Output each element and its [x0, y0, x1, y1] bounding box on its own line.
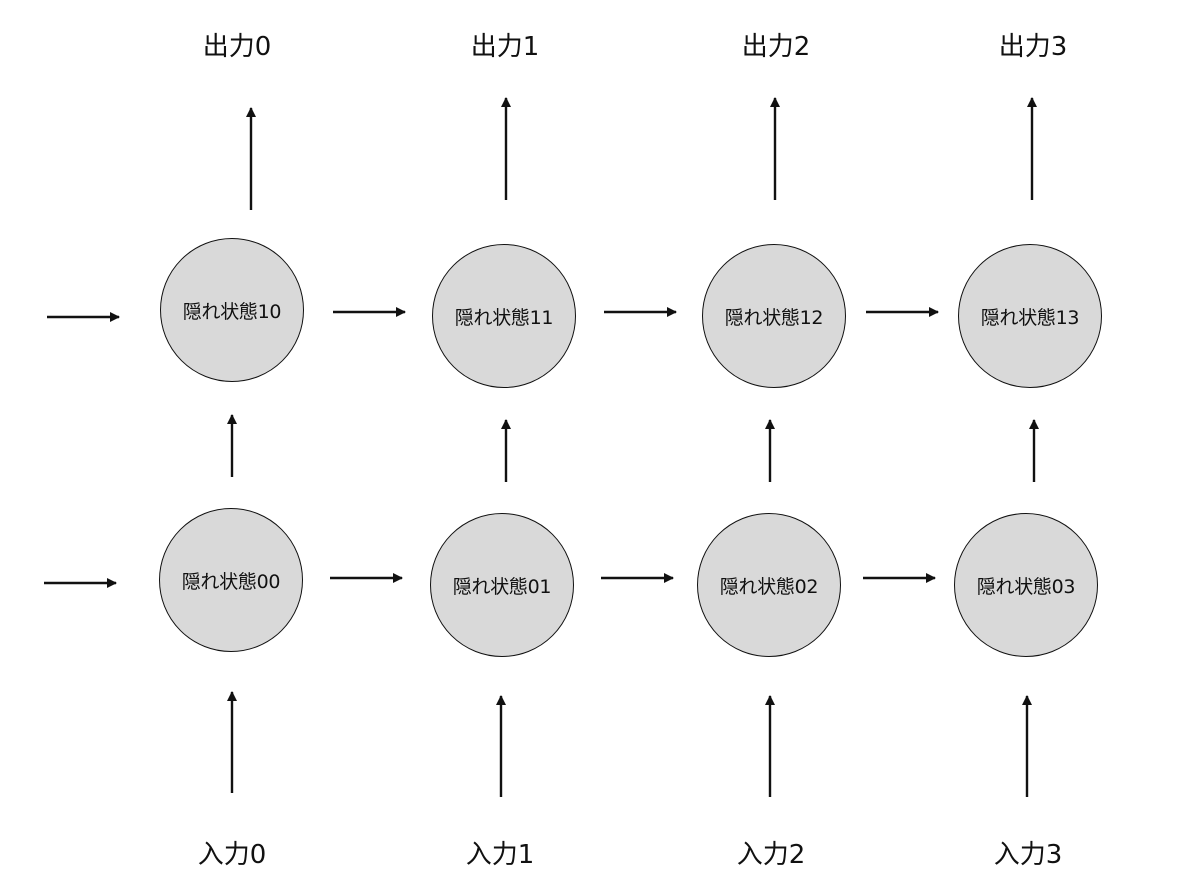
- hidden-node-03: 隠れ状態03: [954, 513, 1098, 657]
- hidden-node-13: 隠れ状態13: [958, 244, 1102, 388]
- hidden-node-11: 隠れ状態11: [432, 244, 576, 388]
- input-label-3: 入力3: [993, 840, 1063, 870]
- output-label-2: 出力2: [741, 32, 811, 62]
- input-label-2: 入力2: [736, 840, 806, 870]
- output-label-3: 出力3: [998, 32, 1068, 62]
- hidden-node-02: 隠れ状態02: [697, 513, 841, 657]
- output-label-1: 出力1: [470, 32, 540, 62]
- input-label-0: 入力0: [197, 840, 267, 870]
- hidden-node-00: 隠れ状態00: [159, 508, 303, 652]
- input-label-1: 入力1: [465, 840, 535, 870]
- hidden-node-01: 隠れ状態01: [430, 513, 574, 657]
- hidden-node-10: 隠れ状態10: [160, 238, 304, 382]
- hidden-node-12: 隠れ状態12: [702, 244, 846, 388]
- output-label-0: 出力0: [202, 32, 272, 62]
